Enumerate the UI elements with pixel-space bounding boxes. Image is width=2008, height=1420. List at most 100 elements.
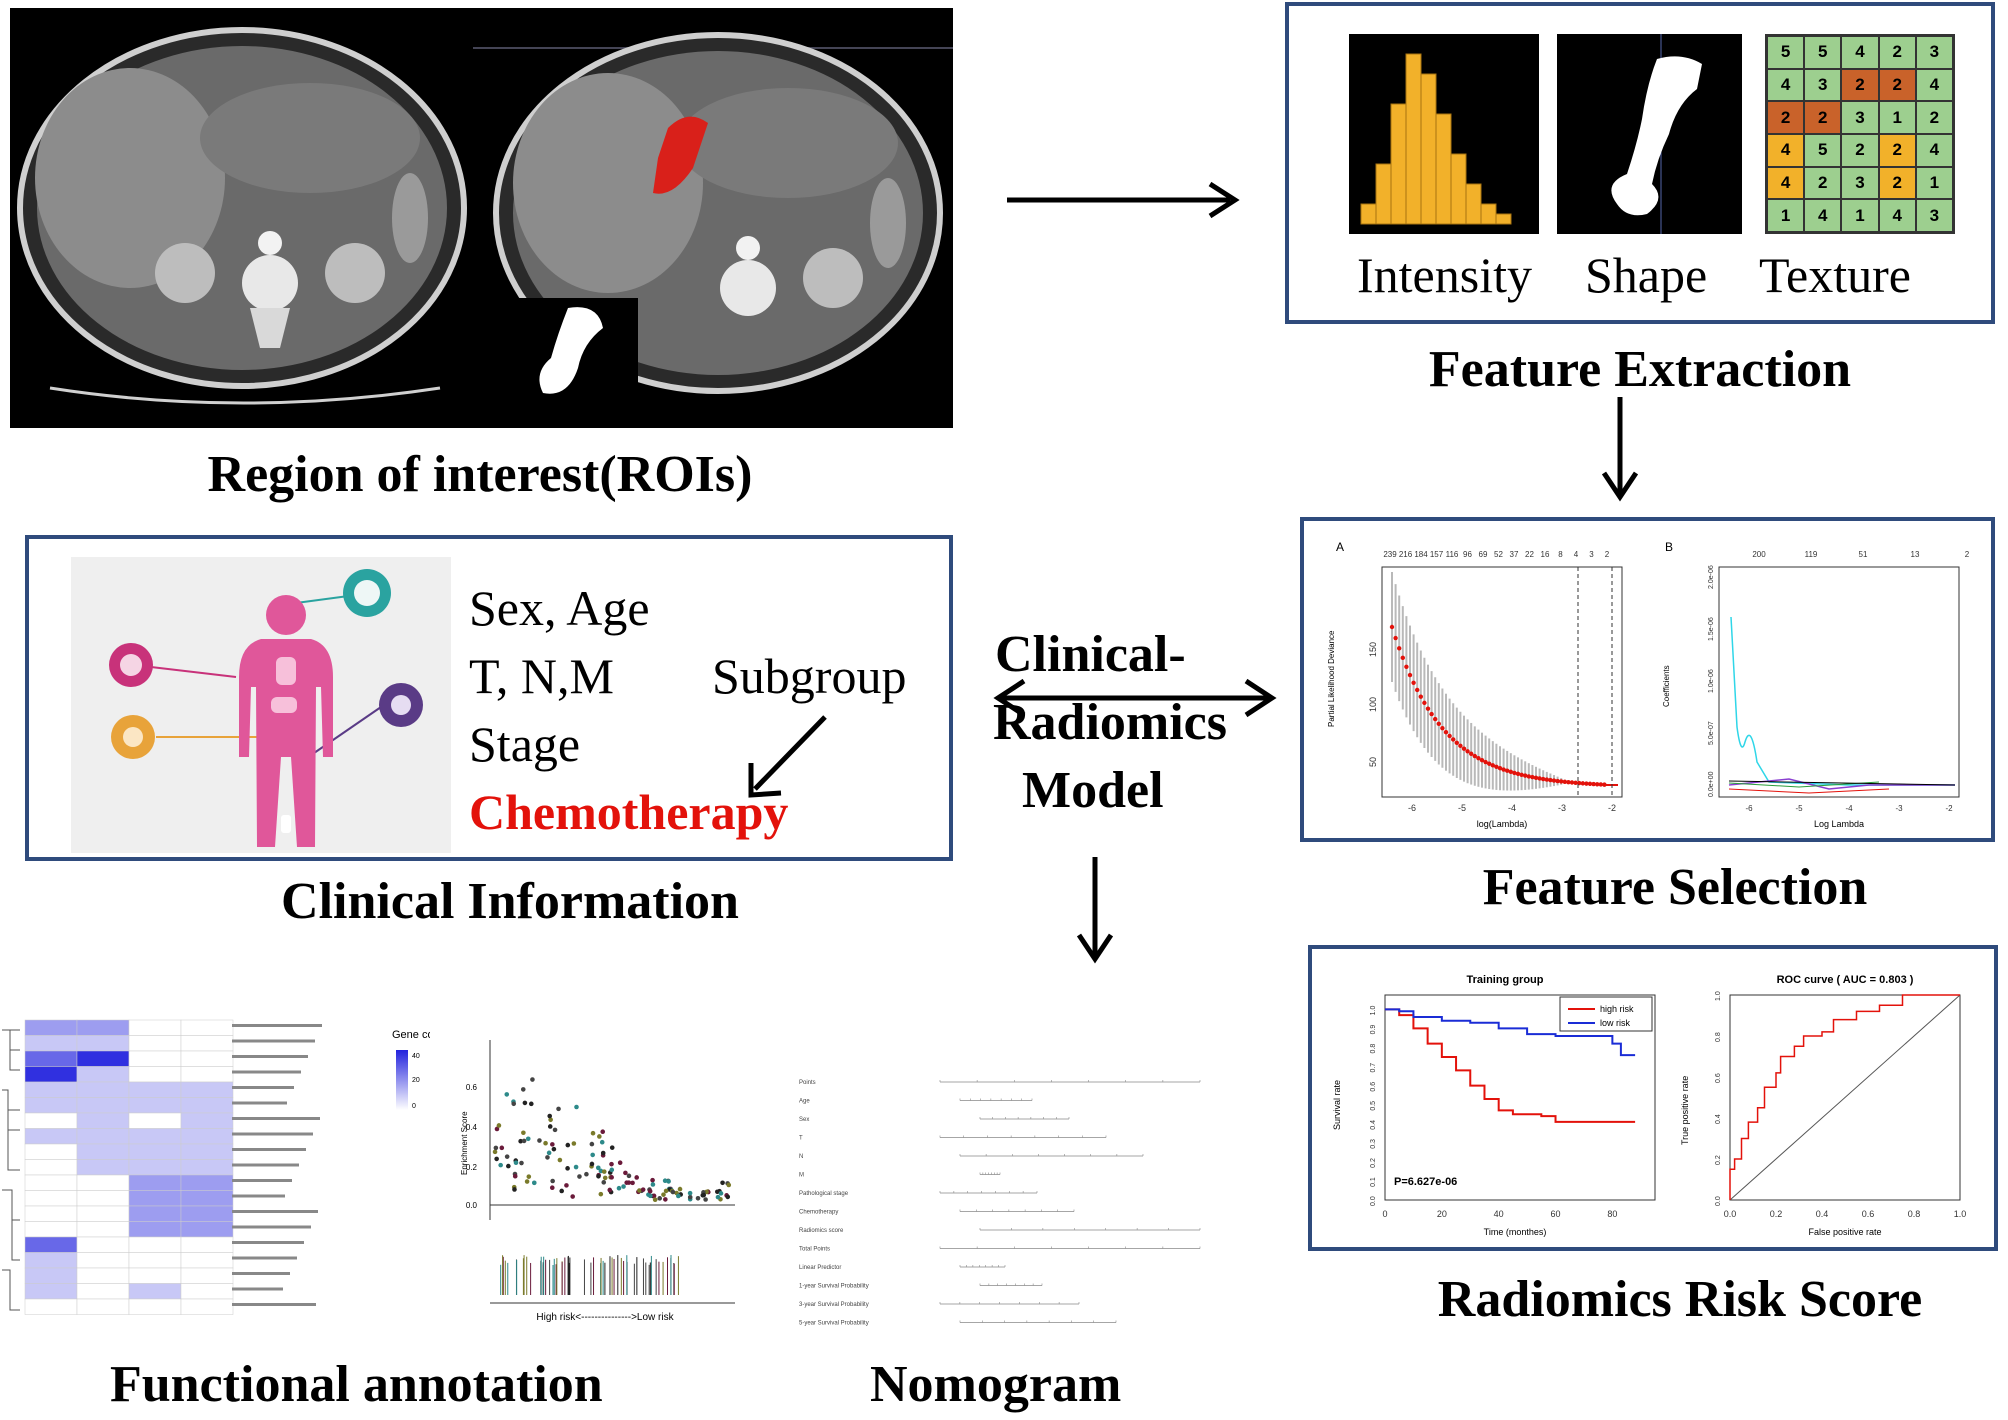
label-shape: Shape xyxy=(1585,247,1708,303)
body-anatomy-figure xyxy=(71,557,451,853)
arrow-down-icon xyxy=(1601,397,1639,502)
km-legend-low: low risk xyxy=(1600,1018,1631,1028)
panel-b-label: B xyxy=(1665,540,1673,554)
svg-text:Sex: Sex xyxy=(799,1117,809,1123)
gsea-plot: 0.6 0.4 0.2 0.0 Enrichment Score High ri… xyxy=(460,1040,735,1323)
svg-text:0.6: 0.6 xyxy=(1862,1209,1875,1219)
ct-scan-segmented xyxy=(473,8,953,428)
svg-text:0.2: 0.2 xyxy=(1370,1158,1377,1168)
svg-text:0.3: 0.3 xyxy=(1370,1139,1377,1149)
clinical-line-stage: Stage xyxy=(469,716,581,772)
svg-text:80: 80 xyxy=(1607,1209,1617,1219)
svg-text:50: 50 xyxy=(1368,757,1378,767)
svg-text:-2: -2 xyxy=(1945,804,1953,813)
svg-text:0.4: 0.4 xyxy=(1715,1114,1722,1124)
clinical-chemotherapy: Chemotherapy xyxy=(469,784,789,840)
svg-text:0.0: 0.0 xyxy=(1724,1209,1737,1219)
functional-annotation-title: Functional annotation xyxy=(110,1356,603,1413)
roc-title: ROC curve ( AUC = 0.803 ) xyxy=(1777,974,1914,986)
texture-cell: 1 xyxy=(1841,199,1879,232)
texture-cell: 2 xyxy=(1878,166,1916,200)
texture-cell: 4 xyxy=(1841,36,1879,69)
svg-text:-4: -4 xyxy=(1508,803,1516,813)
risk-score-title: Radiomics Risk Score xyxy=(1437,1271,1923,1328)
heatmap-plot: Gene cou 40 20 0 xyxy=(2,1019,430,1315)
km-title: Training group xyxy=(1467,974,1544,986)
svg-text:5.0e-07: 5.0e-07 xyxy=(1708,721,1715,745)
svg-text:2: 2 xyxy=(1965,550,1970,559)
svg-text:Pathological stage: Pathological stage xyxy=(799,1191,849,1197)
arrow-right-icon xyxy=(1007,181,1240,219)
arrow-down-model-icon xyxy=(1076,857,1114,964)
heatmap-legend-tick-20: 20 xyxy=(412,1077,420,1084)
texture-cell: 3 xyxy=(1915,199,1953,232)
svg-text:Total Points: Total Points xyxy=(799,1247,830,1253)
roc-ylabel: True positive rate xyxy=(1680,1076,1690,1145)
svg-text:0.2: 0.2 xyxy=(1770,1209,1783,1219)
panel-a-ylabel: Partial Likelihood Deviance xyxy=(1327,630,1336,727)
svg-text:5-year Survival Probability: 5-year Survival Probability xyxy=(799,1321,869,1327)
texture-cell: 2 xyxy=(1767,101,1805,134)
texture-cell: 2 xyxy=(1804,166,1842,200)
svg-text:51: 51 xyxy=(1859,550,1868,559)
clinical-subgroup: Subgroup xyxy=(712,648,907,704)
texture-cell: 4 xyxy=(1915,68,1953,102)
gsea-ytick-02: 0.2 xyxy=(466,1163,478,1172)
texture-cell: 2 xyxy=(1878,134,1916,167)
texture-cell: 2 xyxy=(1841,68,1879,102)
svg-text:1.0: 1.0 xyxy=(1370,1006,1377,1016)
km-pvalue: P=6.627e-06 xyxy=(1394,1176,1457,1188)
svg-text:13: 13 xyxy=(1911,550,1920,559)
svg-text:60: 60 xyxy=(1551,1209,1561,1219)
clinical-info-box: Sex, Age T, N,M Stage Chemotherapy Subgr… xyxy=(25,535,953,861)
svg-text:1.5e-06: 1.5e-06 xyxy=(1708,617,1715,641)
gsea-xlabel: High risk<--------------->Low risk xyxy=(536,1312,674,1323)
svg-text:-6: -6 xyxy=(1745,804,1753,813)
svg-text:16: 16 xyxy=(1541,550,1550,559)
intensity-histogram xyxy=(1349,34,1539,234)
texture-cell: 2 xyxy=(1915,101,1953,134)
svg-text:150: 150 xyxy=(1368,642,1378,657)
svg-text:2: 2 xyxy=(1605,550,1610,559)
svg-text:-5: -5 xyxy=(1795,804,1803,813)
svg-text:0.4: 0.4 xyxy=(1816,1209,1829,1219)
roc-xlabel: False positive rate xyxy=(1808,1227,1881,1237)
heatmap-legend-title: Gene cou xyxy=(392,1029,430,1041)
texture-cell: 3 xyxy=(1841,101,1879,134)
svg-text:0.0: 0.0 xyxy=(1370,1196,1377,1206)
texture-cell: 5 xyxy=(1804,134,1842,167)
svg-text:0.7: 0.7 xyxy=(1370,1063,1377,1073)
nomogram-title: Nomogram xyxy=(870,1356,1122,1413)
svg-text:2.0e-06: 2.0e-06 xyxy=(1708,565,1715,589)
texture-cell: 2 xyxy=(1878,36,1916,69)
texture-cell: 3 xyxy=(1915,36,1953,69)
heatmap-legend-tick-40: 40 xyxy=(412,1053,420,1060)
texture-cell: 2 xyxy=(1878,68,1916,102)
svg-text:Age: Age xyxy=(799,1099,810,1105)
svg-text:-4: -4 xyxy=(1845,804,1853,813)
svg-text:Linear Predictor: Linear Predictor xyxy=(799,1265,841,1271)
texture-cell: 4 xyxy=(1804,199,1842,232)
svg-text:22: 22 xyxy=(1525,550,1534,559)
svg-text:4: 4 xyxy=(1574,550,1579,559)
svg-text:40: 40 xyxy=(1494,1209,1504,1219)
svg-text:-3: -3 xyxy=(1558,803,1566,813)
label-texture: Texture xyxy=(1759,247,1911,303)
texture-cell: 4 xyxy=(1767,68,1805,102)
svg-text:0.8: 0.8 xyxy=(1908,1209,1921,1219)
texture-cell: 4 xyxy=(1767,166,1805,200)
svg-text:200: 200 xyxy=(1752,550,1766,559)
svg-text:3: 3 xyxy=(1589,550,1594,559)
svg-text:184: 184 xyxy=(1414,550,1428,559)
svg-text:-3: -3 xyxy=(1895,804,1903,813)
svg-text:0.8: 0.8 xyxy=(1715,1032,1722,1042)
gsea-ytick-06: 0.6 xyxy=(466,1083,478,1092)
svg-text:0.1: 0.1 xyxy=(1370,1177,1377,1187)
texture-cell: 1 xyxy=(1915,166,1953,200)
label-intensity: Intensity xyxy=(1357,247,1532,303)
